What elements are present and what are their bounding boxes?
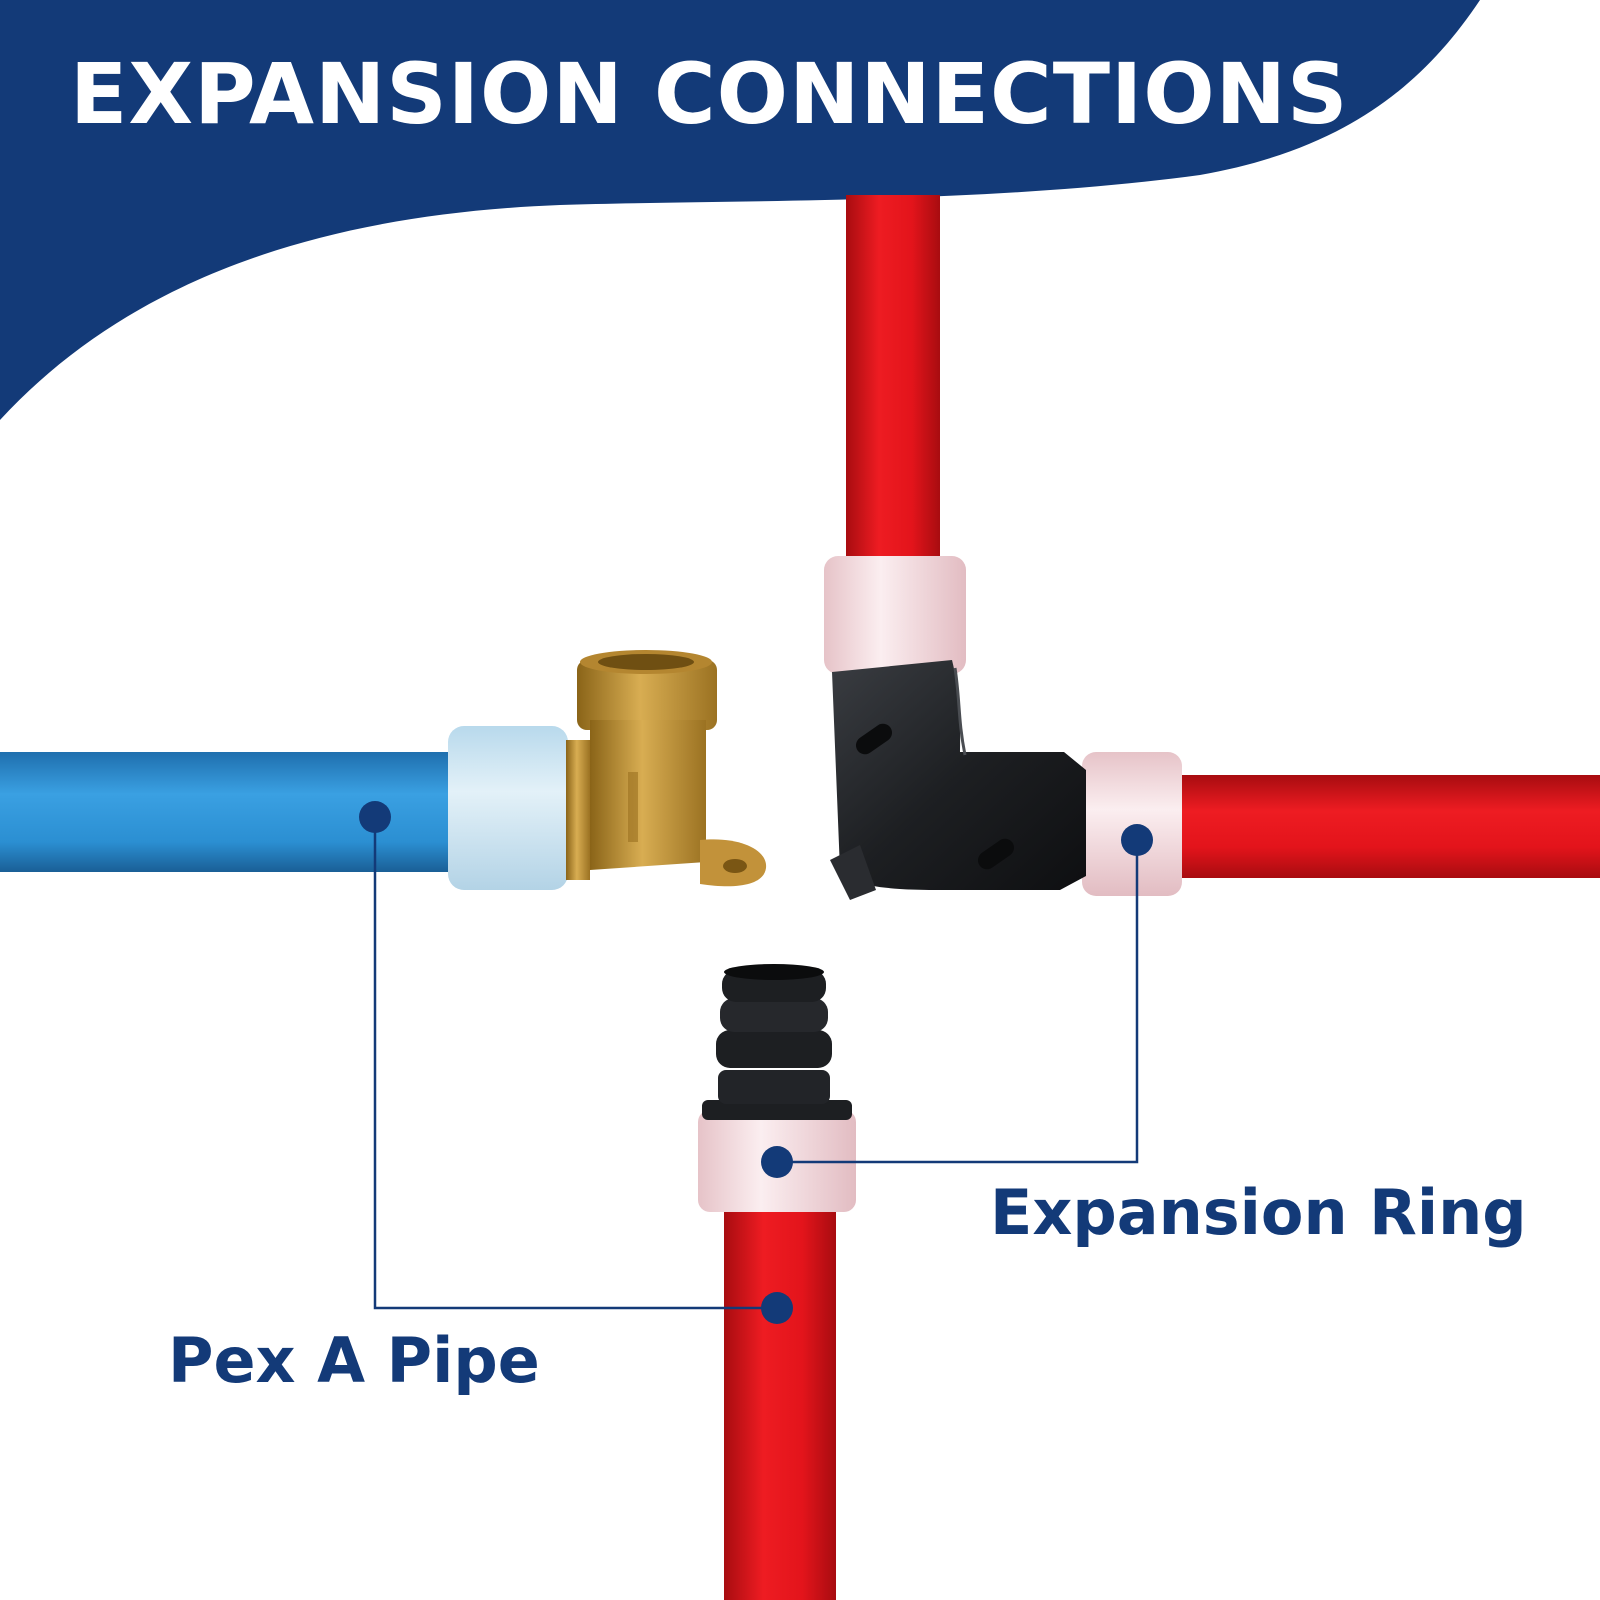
pex-pipe-left-blue bbox=[0, 726, 568, 890]
marker-dot-bottom-ring bbox=[761, 1146, 793, 1178]
callout-leaders bbox=[373, 817, 1139, 1310]
expansion-ring-left bbox=[448, 726, 568, 890]
marker-dot-bottom-pipe bbox=[761, 1292, 793, 1324]
black-elbow-fitting bbox=[830, 660, 1086, 900]
marker-dot-blue-pipe bbox=[359, 801, 391, 833]
expansion-ring-right bbox=[1082, 752, 1182, 896]
pex-pipe-top-red bbox=[824, 195, 966, 674]
pex-pipe-right-red bbox=[1082, 752, 1600, 896]
expansion-ring-label: Expansion Ring bbox=[990, 1176, 1527, 1249]
page-title: EXPANSION CONNECTIONS bbox=[70, 45, 1349, 143]
leader-pex-a-pipe bbox=[373, 817, 777, 1310]
expansion-ring-top bbox=[824, 556, 966, 674]
marker-dot-right-ring bbox=[1121, 824, 1153, 856]
leader-expansion-ring bbox=[777, 840, 1139, 1164]
header-banner bbox=[0, 0, 1480, 420]
brass-drop-ear-elbow bbox=[566, 650, 767, 887]
pex-pipe-bottom-red bbox=[698, 964, 856, 1600]
pex-a-pipe-label: Pex A Pipe bbox=[168, 1324, 540, 1397]
